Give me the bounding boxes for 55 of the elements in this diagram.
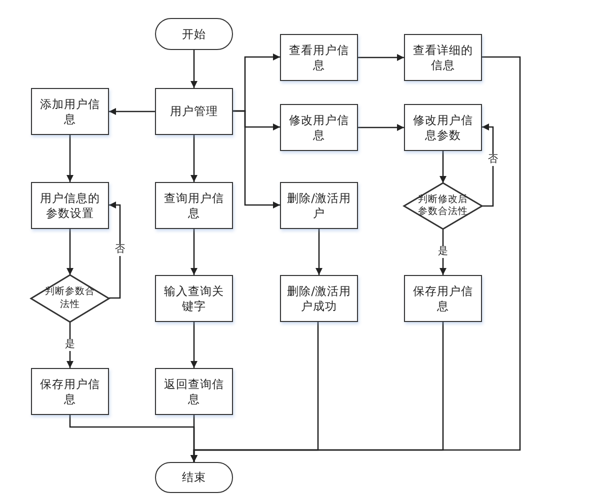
process-box — [280, 34, 358, 81]
node-label: 查看用户信息 — [288, 42, 350, 72]
process-box — [404, 275, 482, 322]
process-box — [31, 182, 109, 229]
arrow — [66, 229, 74, 275]
arrow — [190, 322, 198, 368]
node-label: 删除/激活用户 — [286, 190, 352, 220]
node-label: 查看详细的信息 — [412, 42, 474, 72]
node-label: 修改用户信息参数 — [412, 112, 474, 142]
process-box — [404, 34, 482, 81]
node-label: 判断修改后参数合法性 — [417, 194, 469, 218]
decision-diamond — [404, 183, 482, 229]
node-label: 判断参数合法性 — [44, 286, 96, 311]
arrow — [66, 135, 74, 182]
node-label: 输入查询关键字 — [163, 284, 225, 314]
node-label: 结束 — [182, 470, 206, 485]
arrow — [190, 322, 444, 462]
decision-diamond — [31, 275, 109, 322]
node-label: 查询用户信息 — [163, 190, 225, 220]
arrow — [440, 151, 446, 183]
node-label: 修改用户信息 — [288, 112, 350, 142]
arrow — [190, 135, 198, 182]
node-label: 用户信息的参数设置 — [39, 190, 101, 220]
node-label: 开始 — [182, 26, 206, 42]
node-label: 用户管理 — [170, 104, 218, 119]
process-box — [155, 275, 233, 322]
node-label: 保存用户信息 — [412, 284, 474, 314]
terminal-pill — [155, 18, 233, 50]
process-box — [155, 368, 233, 415]
edge-label: 否 — [114, 244, 126, 256]
process-box — [155, 88, 233, 135]
process-box — [31, 88, 109, 135]
arrow — [109, 202, 121, 299]
arrow — [190, 229, 198, 275]
process-box — [280, 182, 358, 229]
process-box — [31, 368, 109, 415]
arrow — [233, 110, 280, 208]
process-box — [404, 104, 482, 151]
edge-label: 是 — [437, 246, 449, 258]
process-box — [280, 275, 358, 322]
arrow — [358, 124, 404, 131]
arrow — [190, 50, 198, 88]
node-label: 添加用户信息 — [39, 96, 101, 126]
arrow — [316, 229, 322, 275]
edge-label: 否 — [487, 154, 499, 166]
arrow — [358, 54, 404, 61]
node-label: 删除/激活用户成功 — [286, 284, 352, 314]
edge-label: 是 — [64, 339, 76, 351]
arrow — [109, 108, 155, 115]
node-label: 保存用户信息 — [39, 376, 101, 406]
node-label: 返回查询信息 — [163, 376, 225, 406]
arrow — [482, 124, 494, 207]
process-box — [155, 182, 233, 229]
terminal-pill — [155, 462, 233, 493]
process-box — [280, 104, 358, 151]
